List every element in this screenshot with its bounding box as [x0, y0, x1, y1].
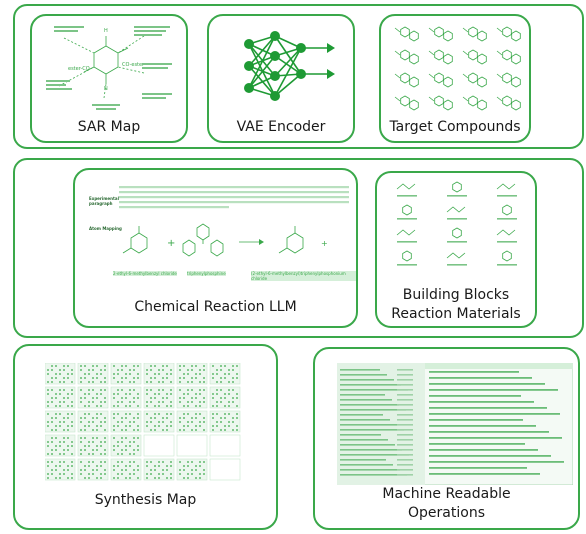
machine-readable-label-line2: Operations [408, 505, 485, 521]
neural-network-icon [244, 31, 335, 101]
reagent-2-label: triphenylphosphine [187, 271, 226, 276]
vae-encoder-card: VAE Encoder [207, 14, 355, 143]
synthesis-map-figure [45, 363, 241, 481]
svg-text:N: N [104, 86, 108, 92]
chemical-reaction-llm-card: Experimental paragraph Atom Mapping + + … [73, 168, 358, 328]
sar-map-label: SAR Map [77, 119, 141, 135]
vae-encoder-label: VAE Encoder [236, 119, 326, 135]
experimental-text-lines [119, 186, 349, 209]
reagent-1-label: 2-ethyl-6-methylbenzyl chloride [113, 271, 177, 276]
chemical-reaction-llm-label: Chemical Reaction LLM [134, 299, 297, 315]
svg-text:+: + [321, 239, 328, 248]
target-compounds-card: Target Compounds [379, 14, 531, 143]
product-label: (2-ethyl-6-methylbenzyl)triphenylphospho… [251, 271, 356, 281]
compound-grid-figure [394, 26, 521, 111]
target-compounds-label: Target Compounds [389, 119, 521, 135]
svg-text:H: H [104, 28, 108, 34]
building-blocks-label-line2: Reaction Materials [391, 306, 521, 322]
svg-text:ester-CO: ester-CO [68, 66, 90, 72]
svg-text:CO-ester: CO-ester [122, 62, 145, 68]
reaction-scheme: + + [122, 223, 328, 257]
experimental-section-heading: Experimental paragraph [89, 196, 119, 206]
building-blocks-figure [396, 181, 517, 266]
synthesis-map-label: Synthesis Map [94, 492, 197, 508]
atom-mapping-heading: Atom Mapping [89, 226, 122, 231]
machine-readable-label-line1: Machine Readable [382, 486, 511, 502]
sar-map-card: ester-CO CO-ester H N SAR Map [30, 14, 188, 143]
machine-readable-card: Machine Readable Operations [313, 347, 580, 530]
building-blocks-card: Building Blocks Reaction Materials [375, 171, 537, 328]
synthesis-map-card: Synthesis Map [13, 344, 278, 530]
building-blocks-label-line1: Building Blocks [402, 287, 510, 303]
operations-screenshot [337, 363, 573, 485]
sar-map-figure: ester-CO CO-ester H N [46, 26, 172, 110]
svg-text:+: + [167, 238, 175, 249]
